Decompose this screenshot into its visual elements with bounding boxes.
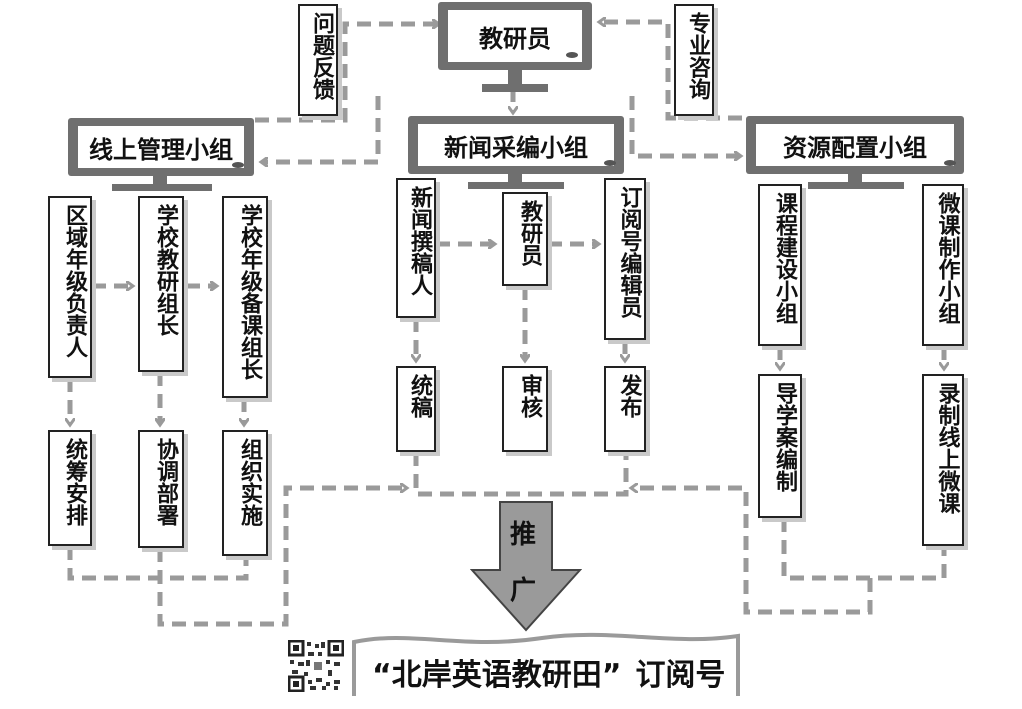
organize-implement: 组织实施 [222,430,268,556]
to-resource-connector [629,96,740,156]
publish: 发布 [604,366,646,452]
monitor-resource-group: 资源配置小组 [746,116,964,192]
grade-lesson-leader: 学校年级备课组长 [222,196,268,398]
resource-group-title: 资源配置小组 [756,124,954,166]
monitor-news-group: 新闻采编小组 [408,116,624,190]
consult-connector [600,22,742,121]
news-group-title: 新闻采编小组 [418,124,614,166]
banner-subtitle: 订阅号 [635,658,726,693]
banner-text: “北岸英语教研田” 订阅号 [372,650,732,694]
course-building-group: 课程建设小组 [758,184,802,346]
review: 审核 [502,366,548,452]
feedback-connector [255,24,438,123]
news-writer: 新闻撰稿人 [396,178,436,318]
promote-char-1: 推 [510,520,537,550]
regional-grade-leader: 区域年级负责人 [48,196,92,378]
micro-course-group: 微课制作小组 [922,184,964,346]
online-group-title: 线上管理小组 [78,126,244,168]
compile-draft: 统稿 [396,366,436,452]
banner-title: “北岸英语教研田” [372,658,622,693]
qr-code-icon [288,640,344,692]
feedback-label: 问题反馈 [298,4,338,116]
promote-char-2: 广 [510,576,537,606]
consult-label: 专业咨询 [674,4,714,116]
center-title: 教研员 [448,10,582,62]
guided-learning-plan: 导学案编制 [758,374,802,518]
monitor-teaching-researcher: 教研员 [438,2,592,94]
to-online-connector [262,96,381,162]
monitor-online-group: 线上管理小组 [68,118,254,192]
record-micro-courses: 录制线上微课 [922,374,964,546]
news-researcher: 教研员 [502,192,548,286]
subscription-editor: 订阅号编辑员 [604,178,646,340]
banner-frame [352,632,740,696]
promote-arrow [470,501,582,632]
school-research-leader: 学校教研组长 [138,196,184,372]
coordinate-deploy: 协调部署 [138,430,184,548]
overall-arrangement: 统筹安排 [48,430,92,546]
